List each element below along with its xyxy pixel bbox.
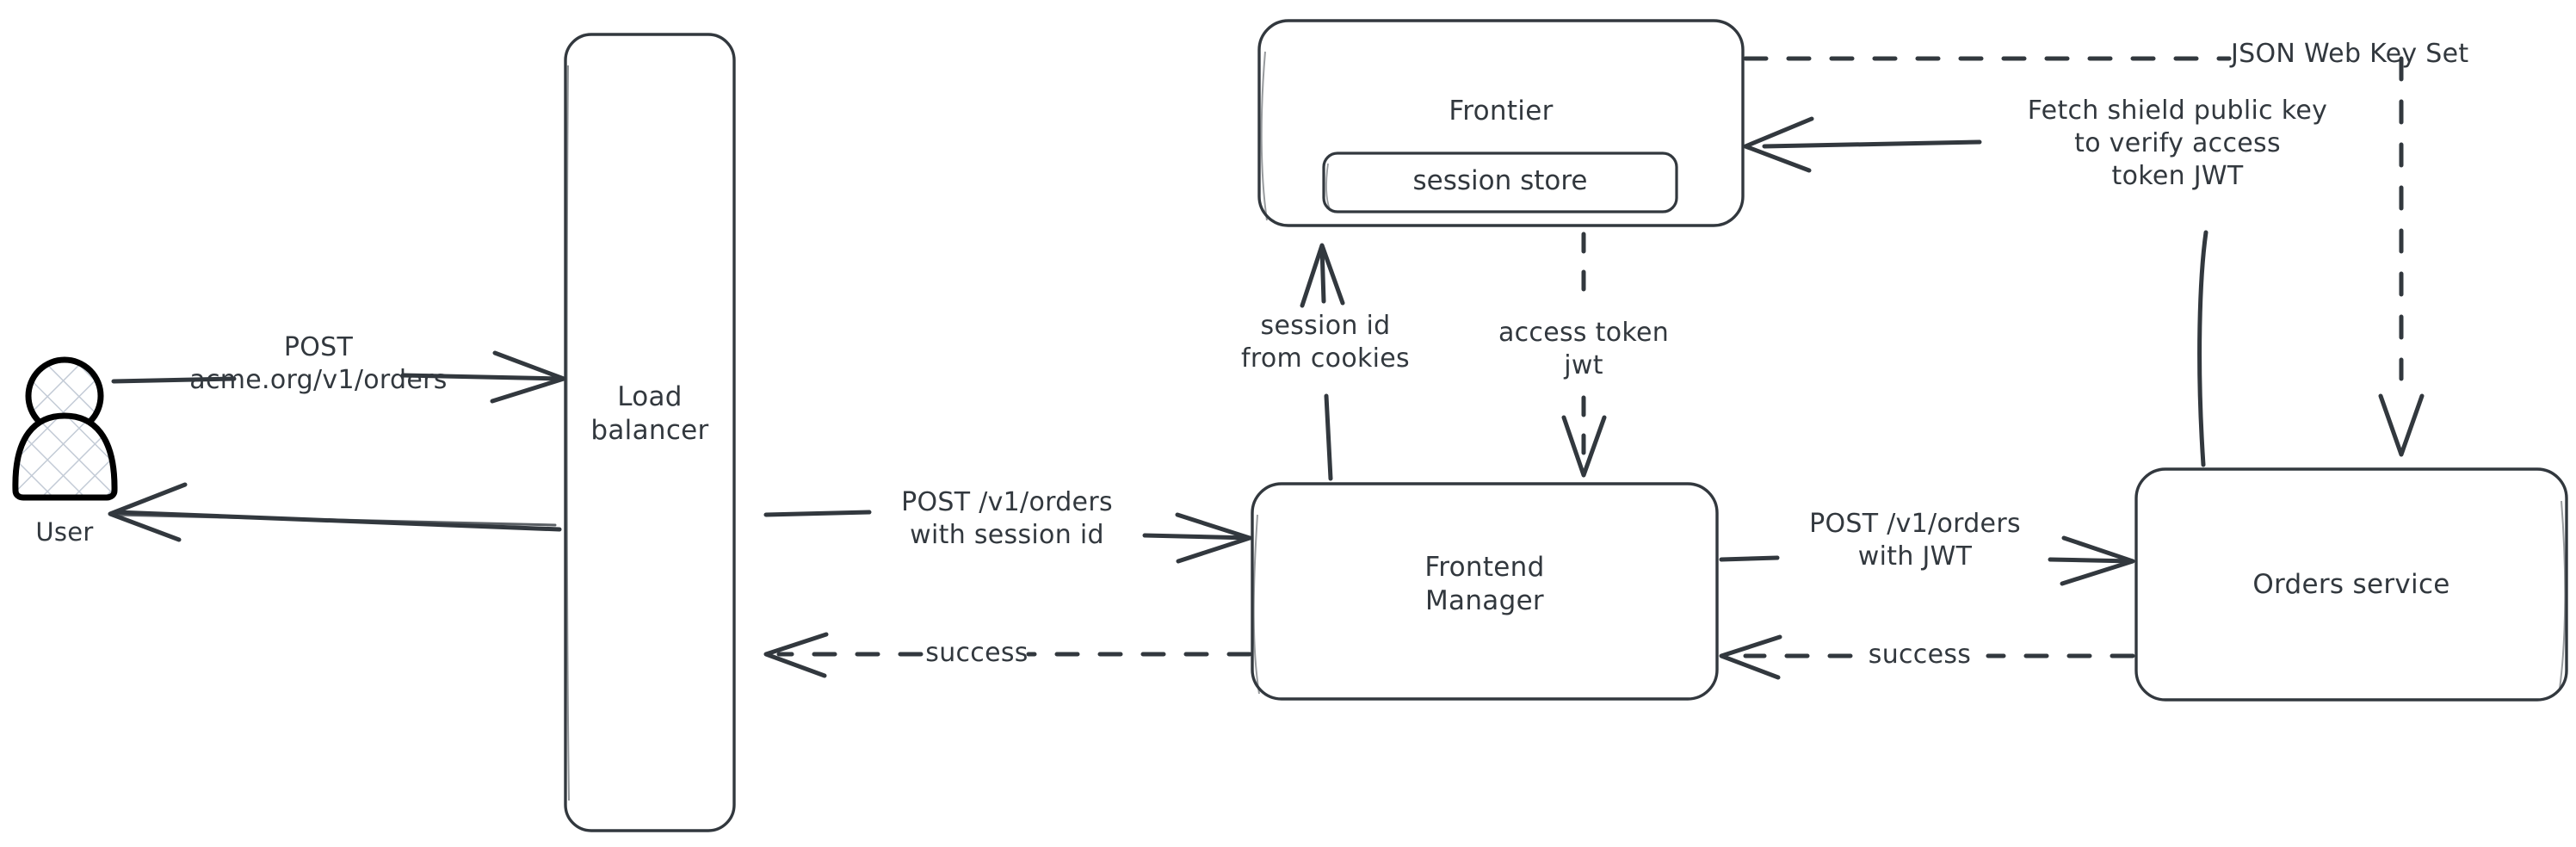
arrowhead-down <box>1561 415 1607 478</box>
edge-orders-to-fm-success <box>1719 634 2135 680</box>
edge-frontier-to-orders-jwks <box>1743 56 2425 457</box>
edge-fm-to-frontier <box>1300 243 1345 481</box>
edge-fm-to-orders <box>1719 535 2135 586</box>
edge-lb-to-user <box>108 482 562 542</box>
arrowhead-left <box>1743 116 1814 173</box>
arrowhead-left <box>1719 634 1782 680</box>
arrowhead-up <box>1300 243 1345 308</box>
edge-user-to-lb <box>111 350 566 404</box>
edge-orders-to-frontier <box>1743 116 2208 467</box>
user-body-icon <box>12 412 118 501</box>
node-frontend-manager[interactable] <box>1251 482 1719 701</box>
edge-fm-to-lb-success <box>763 632 1252 678</box>
arrowhead-down <box>2378 393 2425 457</box>
edge-frontier-to-fm <box>1561 232 1607 478</box>
node-user[interactable] <box>12 356 118 501</box>
arrowhead-right <box>1175 512 1252 564</box>
node-session-store[interactable] <box>1322 151 1678 213</box>
arrowhead-left <box>108 482 188 542</box>
node-label-session-store: session store <box>1412 165 1588 196</box>
node-orders-service[interactable] <box>2134 467 2568 702</box>
arrowhead-left <box>763 632 829 678</box>
node-load-balancer[interactable] <box>564 33 736 832</box>
arrowhead-right <box>2060 535 2135 586</box>
arrowhead-right <box>490 350 566 404</box>
edge-lb-to-fm <box>763 510 1252 564</box>
node-frontier[interactable] <box>1257 19 1745 227</box>
